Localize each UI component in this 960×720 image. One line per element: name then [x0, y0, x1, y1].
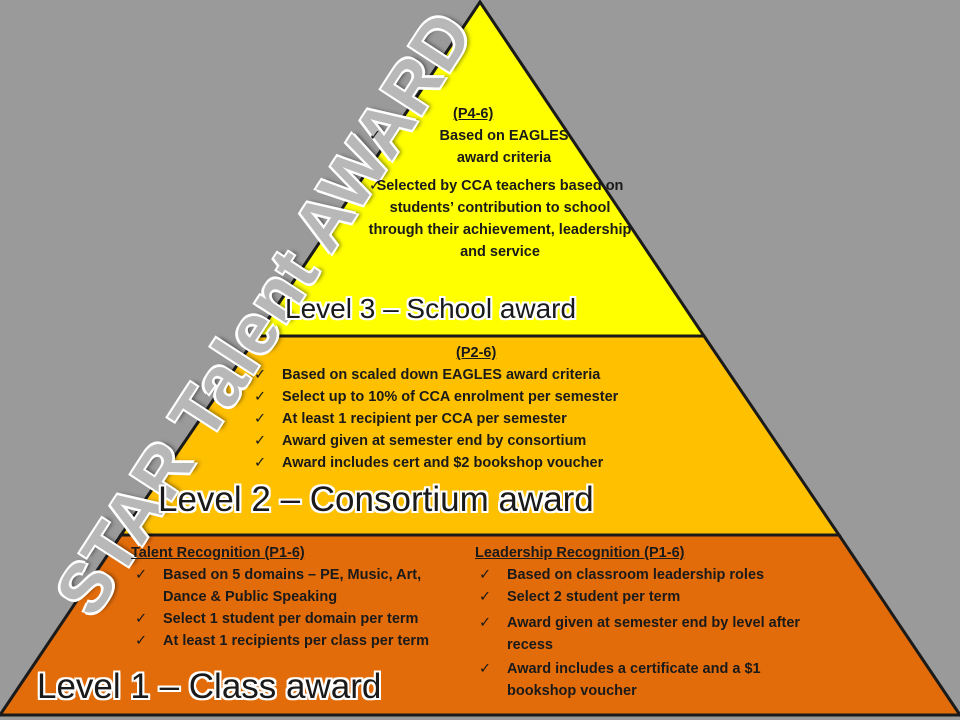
level3-item-1: Based on EAGLES award criteria — [439, 128, 569, 166]
level2-content: (P2-6) Based on scaled down EAGLES award… — [250, 342, 690, 474]
level2-title: Level 2 – Consortium award — [158, 480, 594, 519]
leadership-criteria-list: Based on classroom leadership roles Sele… — [475, 564, 820, 702]
leadership-item-2: Select 2 student per term — [507, 589, 681, 605]
level1-talent-content: Talent Recognition (P1-6) Based on 5 dom… — [131, 542, 466, 652]
level3-header: (P4-6) — [453, 106, 494, 122]
list-item: Select 1 student per domain per term — [131, 608, 466, 630]
level2-header: (P2-6) — [456, 345, 497, 361]
leadership-item-4: Award includes a certificate and a $1 bo… — [507, 661, 761, 699]
list-item: Based on scaled down EAGLES award criter… — [250, 364, 690, 386]
list-item: Award given at semester end by consortiu… — [250, 430, 690, 452]
list-item: Award given at semester end by level aft… — [475, 612, 820, 656]
list-item: Selected by CCA teachers based on studen… — [365, 175, 635, 263]
list-item: Award includes cert and $2 bookshop vouc… — [250, 452, 690, 474]
leadership-item-1: Based on classroom leadership roles — [507, 567, 765, 583]
talent-item-3: At least 1 recipients per class per term — [163, 633, 429, 649]
list-item: At least 1 recipient per CCA per semeste… — [250, 408, 690, 430]
talent-item-1: Based on 5 domains – PE, Music, Art, Dan… — [163, 567, 422, 605]
level2-item-2: Select up to 10% of CCA enrolment per se… — [282, 389, 619, 405]
talent-criteria-list: Based on 5 domains – PE, Music, Art, Dan… — [131, 564, 466, 652]
list-item: Select up to 10% of CCA enrolment per se… — [250, 386, 690, 408]
level3-item-2: Selected by CCA teachers based on studen… — [368, 178, 632, 260]
level2-item-5: Award includes cert and $2 bookshop vouc… — [282, 455, 604, 471]
list-item: Based on 5 domains – PE, Music, Art, Dan… — [131, 564, 466, 608]
level3-criteria-list: Based on EAGLES award criteria Selected … — [365, 125, 635, 263]
leadership-item-3: Award given at semester end by level aft… — [507, 615, 801, 653]
leadership-header: Leadership Recognition (P1-6) — [475, 545, 685, 561]
level1-leadership-content: Leadership Recognition (P1-6) Based on c… — [475, 542, 820, 702]
level2-item-4: Award given at semester end by consortiu… — [282, 433, 587, 449]
list-item: Based on classroom leadership roles — [475, 564, 820, 586]
list-item: Award includes a certificate and a $1 bo… — [475, 658, 820, 702]
level3-title: Level 3 – School award — [285, 293, 577, 324]
list-item: Select 2 student per term — [475, 586, 820, 608]
talent-item-2: Select 1 student per domain per term — [163, 611, 419, 627]
list-item: At least 1 recipients per class per term — [131, 630, 466, 652]
level2-item-1: Based on scaled down EAGLES award criter… — [282, 367, 601, 383]
talent-header: Talent Recognition (P1-6) — [131, 545, 305, 561]
level3-content: (P4-6) Based on EAGLES award criteria Se… — [365, 103, 635, 263]
list-item: Based on EAGLES award criteria — [365, 125, 635, 169]
level2-item-3: At least 1 recipient per CCA per semeste… — [282, 411, 567, 427]
level1-title: Level 1 – Class award — [37, 667, 382, 706]
level2-criteria-list: Based on scaled down EAGLES award criter… — [250, 364, 690, 474]
